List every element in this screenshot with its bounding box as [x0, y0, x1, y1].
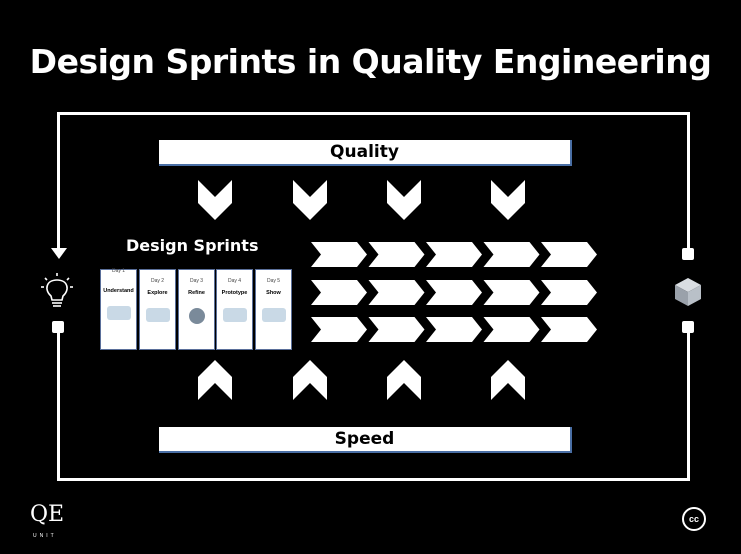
day-card: Day 5 Show — [255, 269, 292, 350]
day-name: Show — [266, 290, 281, 296]
frame-bottom-line — [57, 478, 690, 481]
process-chevron-icon — [311, 280, 367, 305]
day-number: Day 3 — [189, 278, 204, 284]
process-chevron-icon — [368, 317, 425, 342]
frame-right-top-line — [687, 112, 690, 248]
day-number: Day 1 — [111, 268, 126, 274]
connector-square — [682, 321, 694, 333]
day-number: Day 2 — [150, 278, 165, 284]
process-chevron-icon — [426, 242, 482, 267]
frame-top-line — [57, 112, 689, 115]
process-chevron-icon — [541, 242, 597, 267]
process-chevron-icon — [483, 242, 540, 267]
process-chevron-icon — [426, 317, 482, 342]
chevron-up-icon — [491, 360, 525, 400]
connector-square — [52, 321, 64, 333]
day-card: Day 2 Explore — [139, 269, 176, 350]
frame-left-top-line — [57, 112, 60, 252]
design-sprints-label: Design Sprints — [126, 236, 259, 255]
slide-title: Design Sprints in Quality Engineering — [29, 42, 712, 81]
process-chevron-icon — [311, 317, 367, 342]
day-name: Prototype — [221, 290, 248, 296]
day-card: Day 3 Refine — [178, 269, 215, 350]
process-chevron-icon — [541, 317, 597, 342]
day-card: Day 4 Prototype — [216, 269, 253, 350]
illustration-image — [222, 308, 247, 322]
process-chevron-icon — [311, 242, 367, 267]
qe-logo: QE — [30, 502, 65, 527]
cube-icon — [675, 278, 701, 306]
illustration-image — [106, 306, 131, 320]
chevron-down-icon — [198, 180, 232, 220]
process-chevron-icon — [368, 242, 425, 267]
arrow-down-icon — [51, 248, 67, 259]
day-name: Explore — [147, 290, 168, 296]
day-name: Refine — [188, 290, 205, 296]
process-chevron-icon — [483, 317, 540, 342]
chevron-down-icon — [491, 180, 525, 220]
quality-bar: Quality — [159, 140, 572, 166]
chevron-down-icon — [387, 180, 421, 220]
process-chevron-icon — [541, 280, 597, 305]
frame-right-bottom-line — [687, 333, 690, 481]
speed-bar: Speed — [159, 427, 572, 453]
creative-commons-icon: cc — [682, 507, 706, 531]
process-chevron-icon — [483, 280, 540, 305]
illustration-image — [261, 308, 286, 322]
process-chevron-icon — [368, 280, 425, 305]
day-card: Day 1 Understand — [100, 268, 137, 350]
chevron-down-icon — [293, 180, 327, 220]
day-number: Day 5 — [266, 278, 281, 284]
qe-logo-sub: UNIT — [33, 533, 57, 539]
frame-left-bottom-line — [57, 333, 60, 481]
illustration-image — [145, 308, 170, 322]
lightbulb-icon — [41, 273, 73, 307]
chevron-up-icon — [293, 360, 327, 400]
chevron-up-icon — [198, 360, 232, 400]
day-number: Day 4 — [227, 278, 242, 284]
process-chevron-icon — [426, 280, 482, 305]
connector-square — [682, 248, 694, 260]
day-name: Understand — [103, 288, 134, 294]
chevron-up-icon — [387, 360, 421, 400]
illustration-image — [188, 308, 205, 324]
